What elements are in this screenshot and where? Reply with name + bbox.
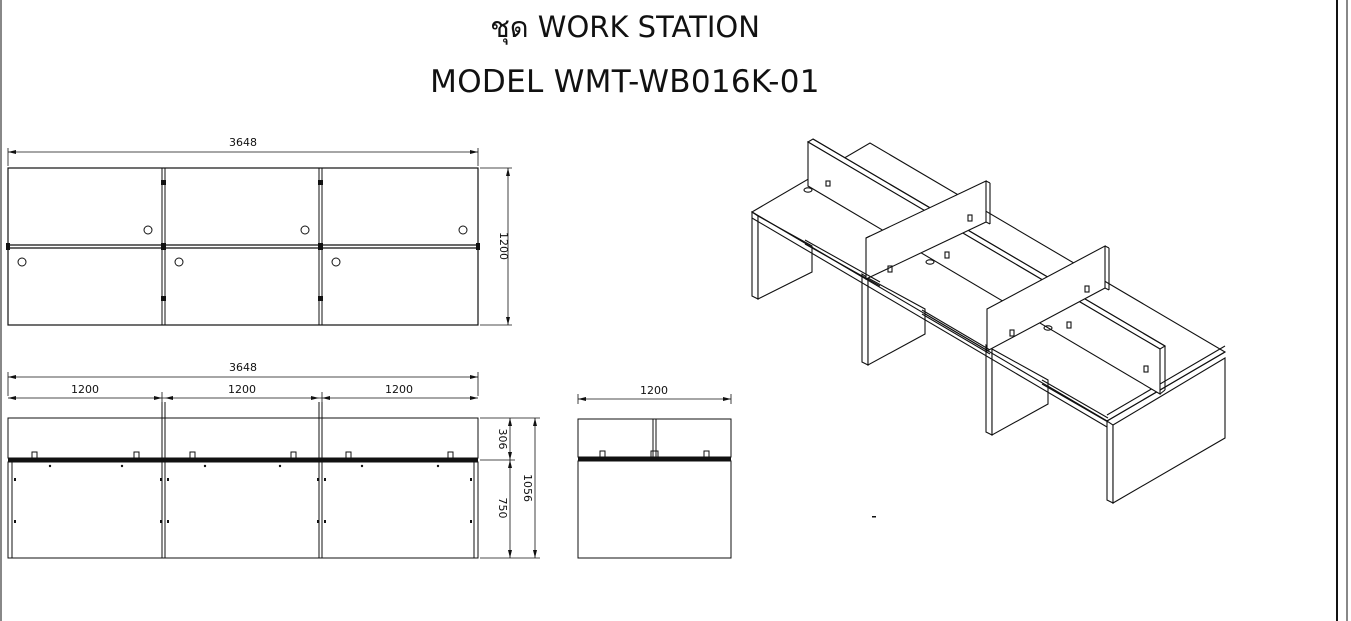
cable-grommet-icon: [174, 257, 184, 267]
side-width-label: 1200: [640, 384, 668, 397]
drawing-title: ชุด WORK STATION: [490, 10, 760, 44]
desk-body: [7, 461, 479, 559]
cable-grommet-icon: [143, 225, 153, 235]
front-width-label: 3648: [229, 361, 257, 374]
desk-height-label: 750: [496, 498, 509, 519]
screen-height-label: 306: [496, 429, 509, 450]
desktop-edge: [8, 458, 478, 462]
plan-outline: [7, 167, 479, 326]
module-width-label: 1200: [228, 383, 256, 396]
front-elevation: 3648 1200 1200 1200: [7, 361, 540, 559]
plan-view: 3648: [6, 136, 512, 326]
screen-panel: [7, 417, 479, 459]
cable-grommet-icon: [300, 225, 310, 235]
module-width-label: 1200: [71, 383, 99, 396]
cable-grommet-icon: [331, 257, 341, 267]
model-number: MODEL WMT-WB016K-01: [430, 64, 820, 100]
cable-grommet-icon: [458, 225, 468, 235]
side-elevation: 1200: [577, 384, 732, 559]
plan-depth-label: 1200: [497, 232, 510, 260]
plan-width-label: 3648: [229, 136, 257, 149]
module-width-label: 1200: [385, 383, 413, 396]
total-height-label: 1056: [521, 474, 534, 502]
isometric-view: [750, 138, 1227, 504]
side-desk-panel: [577, 460, 732, 559]
cable-grommet-icon: [17, 257, 27, 267]
